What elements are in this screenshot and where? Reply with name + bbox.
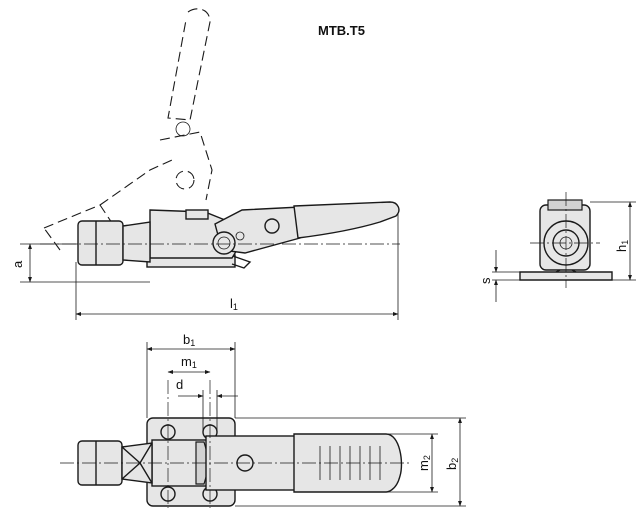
- end-view: s h1: [478, 192, 636, 302]
- pivot-open-lower: [175, 170, 195, 190]
- dim-l1-label: l1: [230, 296, 238, 312]
- main-pivot-inner: [217, 236, 231, 250]
- dim-a-label: a: [10, 260, 25, 268]
- dim-m2-label: m2: [416, 455, 432, 471]
- handle: [293, 201, 400, 239]
- linkage-open-outline: [159, 131, 213, 201]
- plunger-open-edge: [43, 227, 61, 251]
- dim-b1-label: b1: [183, 332, 195, 348]
- end-view-base-bend: [555, 269, 577, 273]
- link-pivot: [264, 218, 280, 234]
- pivot-open-outline: [175, 121, 191, 137]
- end-view-top-cap: [547, 199, 583, 211]
- dim-h1-label: h1: [614, 240, 630, 252]
- plunger-head: [77, 220, 124, 266]
- dim-s-label: s: [478, 277, 493, 284]
- plunger-open-outline: [99, 159, 173, 206]
- dim-d-label: d: [176, 377, 183, 392]
- main-pivot: [212, 231, 236, 255]
- plunger-sleeve: [122, 221, 151, 263]
- lever-open-outline: [167, 8, 211, 121]
- dim-m1-label: m1: [181, 354, 197, 370]
- base-spring: [229, 254, 252, 269]
- dim-b2-label: b2: [444, 458, 460, 470]
- side-view: a l1: [10, 8, 400, 320]
- housing-top-block: [185, 209, 209, 220]
- top-view: b1 m1 d m2 b2: [60, 332, 466, 508]
- small-pivot: [235, 231, 245, 241]
- drawing-title: MTB.T5: [318, 23, 365, 38]
